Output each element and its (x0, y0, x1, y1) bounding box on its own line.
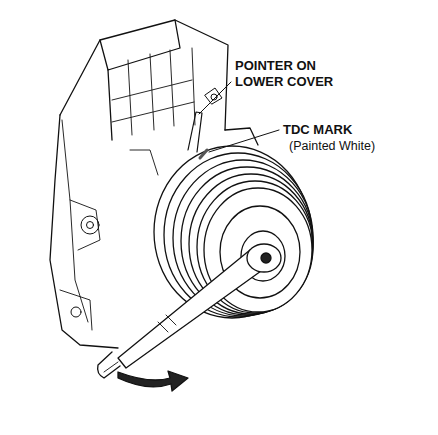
ratchet-wrench (98, 244, 281, 378)
rotation-arrow (118, 371, 188, 391)
callout-label: POINTER ON LOWER COVER (234, 58, 354, 90)
callout-label: TDC MARK (282, 122, 353, 138)
pointer (188, 112, 202, 152)
callout-label: (Painted White) (288, 138, 376, 154)
leader-line (199, 82, 231, 114)
crankshaft-pulley (154, 146, 313, 318)
leader-line (209, 130, 279, 152)
tdc-mark (200, 150, 207, 158)
